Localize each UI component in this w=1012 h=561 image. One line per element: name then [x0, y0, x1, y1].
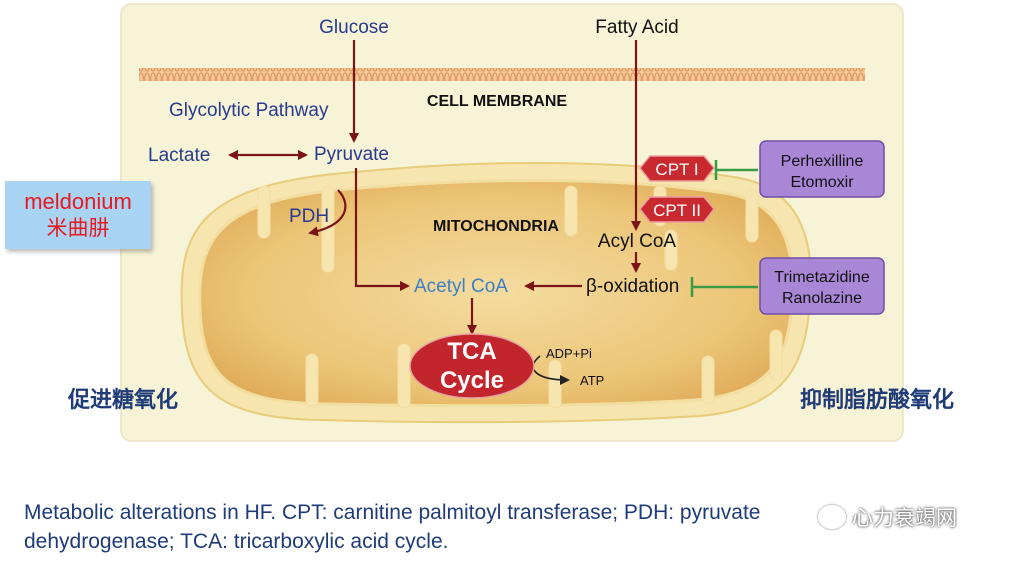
atp-label: ATP [580, 373, 604, 388]
lactate-label: Lactate [148, 145, 210, 166]
pathway-arrows [228, 40, 641, 335]
inhibition-lines [690, 160, 758, 297]
glucose-label: Glucose [319, 17, 389, 38]
drug1-line2: Etomoxir [790, 174, 854, 191]
drug2-line2: Ranolazine [782, 290, 862, 307]
cell-membrane-label: CELL MEMBRANE [427, 93, 567, 110]
arrow-pyruvate-pdh [308, 189, 347, 237]
drug2-line1: Trimetazidine [774, 269, 870, 286]
beta-oxidation-label: β-oxidation [586, 276, 679, 297]
drug1-line1: Perhexilline [781, 153, 864, 170]
watermark-text: 心力衰竭网 [852, 506, 957, 530]
mitochondrion-inner [198, 178, 794, 408]
wechat-icon [818, 505, 846, 529]
cpt1-label: CPT I [655, 160, 698, 179]
glycolytic-pathway-label: Glycolytic Pathway [169, 100, 329, 121]
drug-box-trimetazidine: Trimetazidine Ranolazine [759, 257, 885, 315]
promote-glucose-oxidation-note: 促进糖氧化 [68, 387, 179, 413]
figure-caption: Metabolic alterations in HF. CPT: carnit… [24, 501, 761, 553]
inhibit-fatty-acid-oxidation-note: 抑制脂肪酸氧化 [800, 387, 955, 413]
tca-line2: Cycle [440, 367, 504, 394]
drug-box-perhexilline: Perhexilline Etomoxir [759, 140, 885, 198]
adp-pi-label: ADP+Pi [546, 346, 592, 361]
tca-cycle-node: TCA Cycle [409, 333, 535, 399]
cell-membrane-band [139, 68, 865, 81]
cpt2-node: CPT II [639, 196, 715, 223]
diagram-labels: Glucose Fatty Acid CELL MEMBRANE Glycoly… [148, 17, 679, 388]
meldonium-zh-label: 米曲肼 [46, 216, 110, 240]
arrow-adp-atp [532, 355, 570, 385]
pyruvate-label: Pyruvate [314, 144, 389, 165]
mitochondria-label: MITOCHONDRIA [433, 218, 559, 235]
acyl-coa-label: Acyl CoA [598, 231, 676, 252]
fatty-acid-label: Fatty Acid [595, 17, 678, 38]
tca-line1: TCA [447, 338, 496, 365]
pdh-label: PDH [289, 206, 329, 227]
cpt1-node: CPT I [639, 155, 715, 182]
arrow-pyruvate-acetylcoa [354, 168, 410, 291]
watermark: 心力衰竭网 [818, 502, 957, 532]
acetyl-coa-label: Acetyl CoA [414, 276, 508, 297]
meldonium-box: meldonium 米曲肼 [5, 181, 151, 249]
cpt2-label: CPT II [653, 201, 701, 220]
meldonium-en-label: meldonium [24, 189, 132, 214]
